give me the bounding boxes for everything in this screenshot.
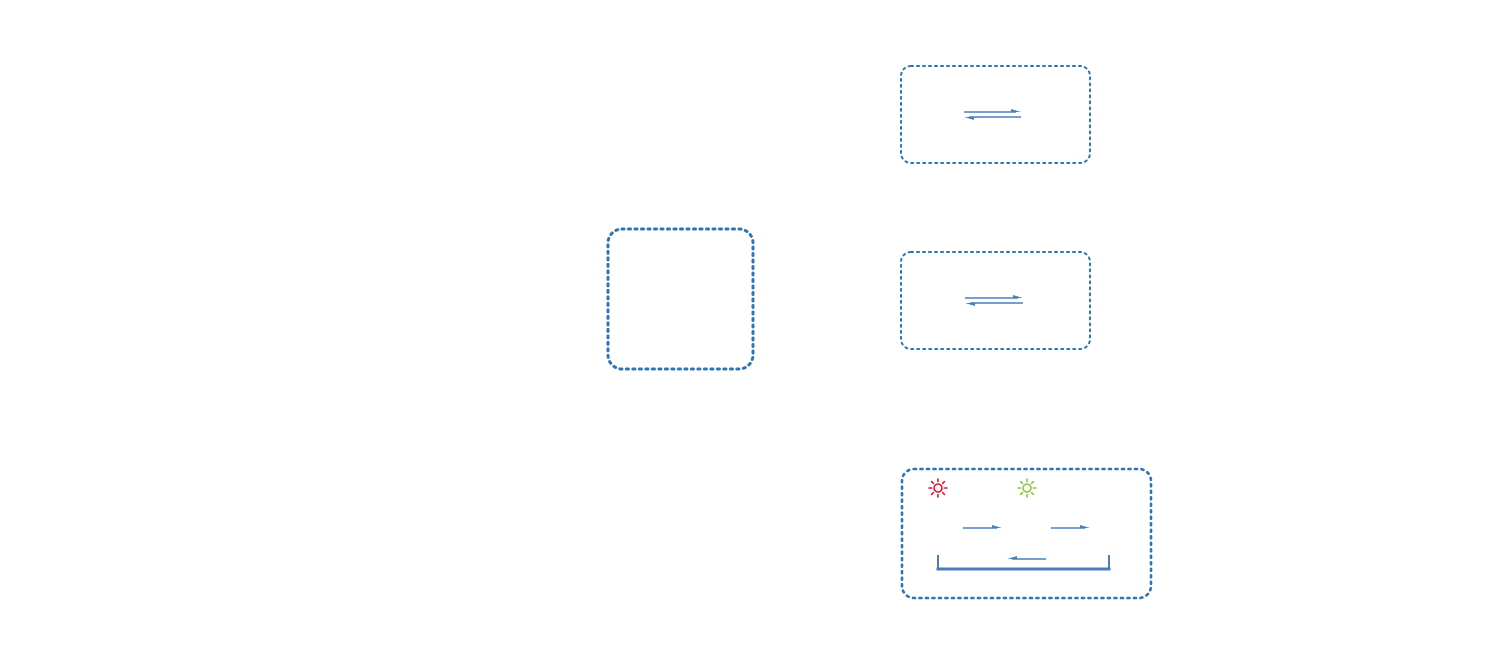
right-arrow-icon (963, 525, 1002, 529)
left-arrow-icon (1007, 556, 1046, 560)
photo-cycle-box-frame (900, 467, 1153, 600)
red-light-sun-icon (928, 478, 948, 498)
green-light-sun-icon (1017, 478, 1037, 498)
equilibrium-arrows-icon (964, 109, 1021, 120)
equilibrium-arrows-icon (965, 295, 1023, 306)
equilibrium-box-middle-frame (900, 251, 1091, 350)
photo-cycle-box (900, 467, 1153, 600)
central-box (606, 227, 755, 371)
equilibrium-box-top (900, 65, 1091, 164)
bracket-icon (936, 555, 1111, 571)
equilibrium-box-middle (900, 251, 1091, 350)
right-arrow-icon (1051, 525, 1090, 529)
equilibrium-box-top-frame (900, 65, 1091, 164)
